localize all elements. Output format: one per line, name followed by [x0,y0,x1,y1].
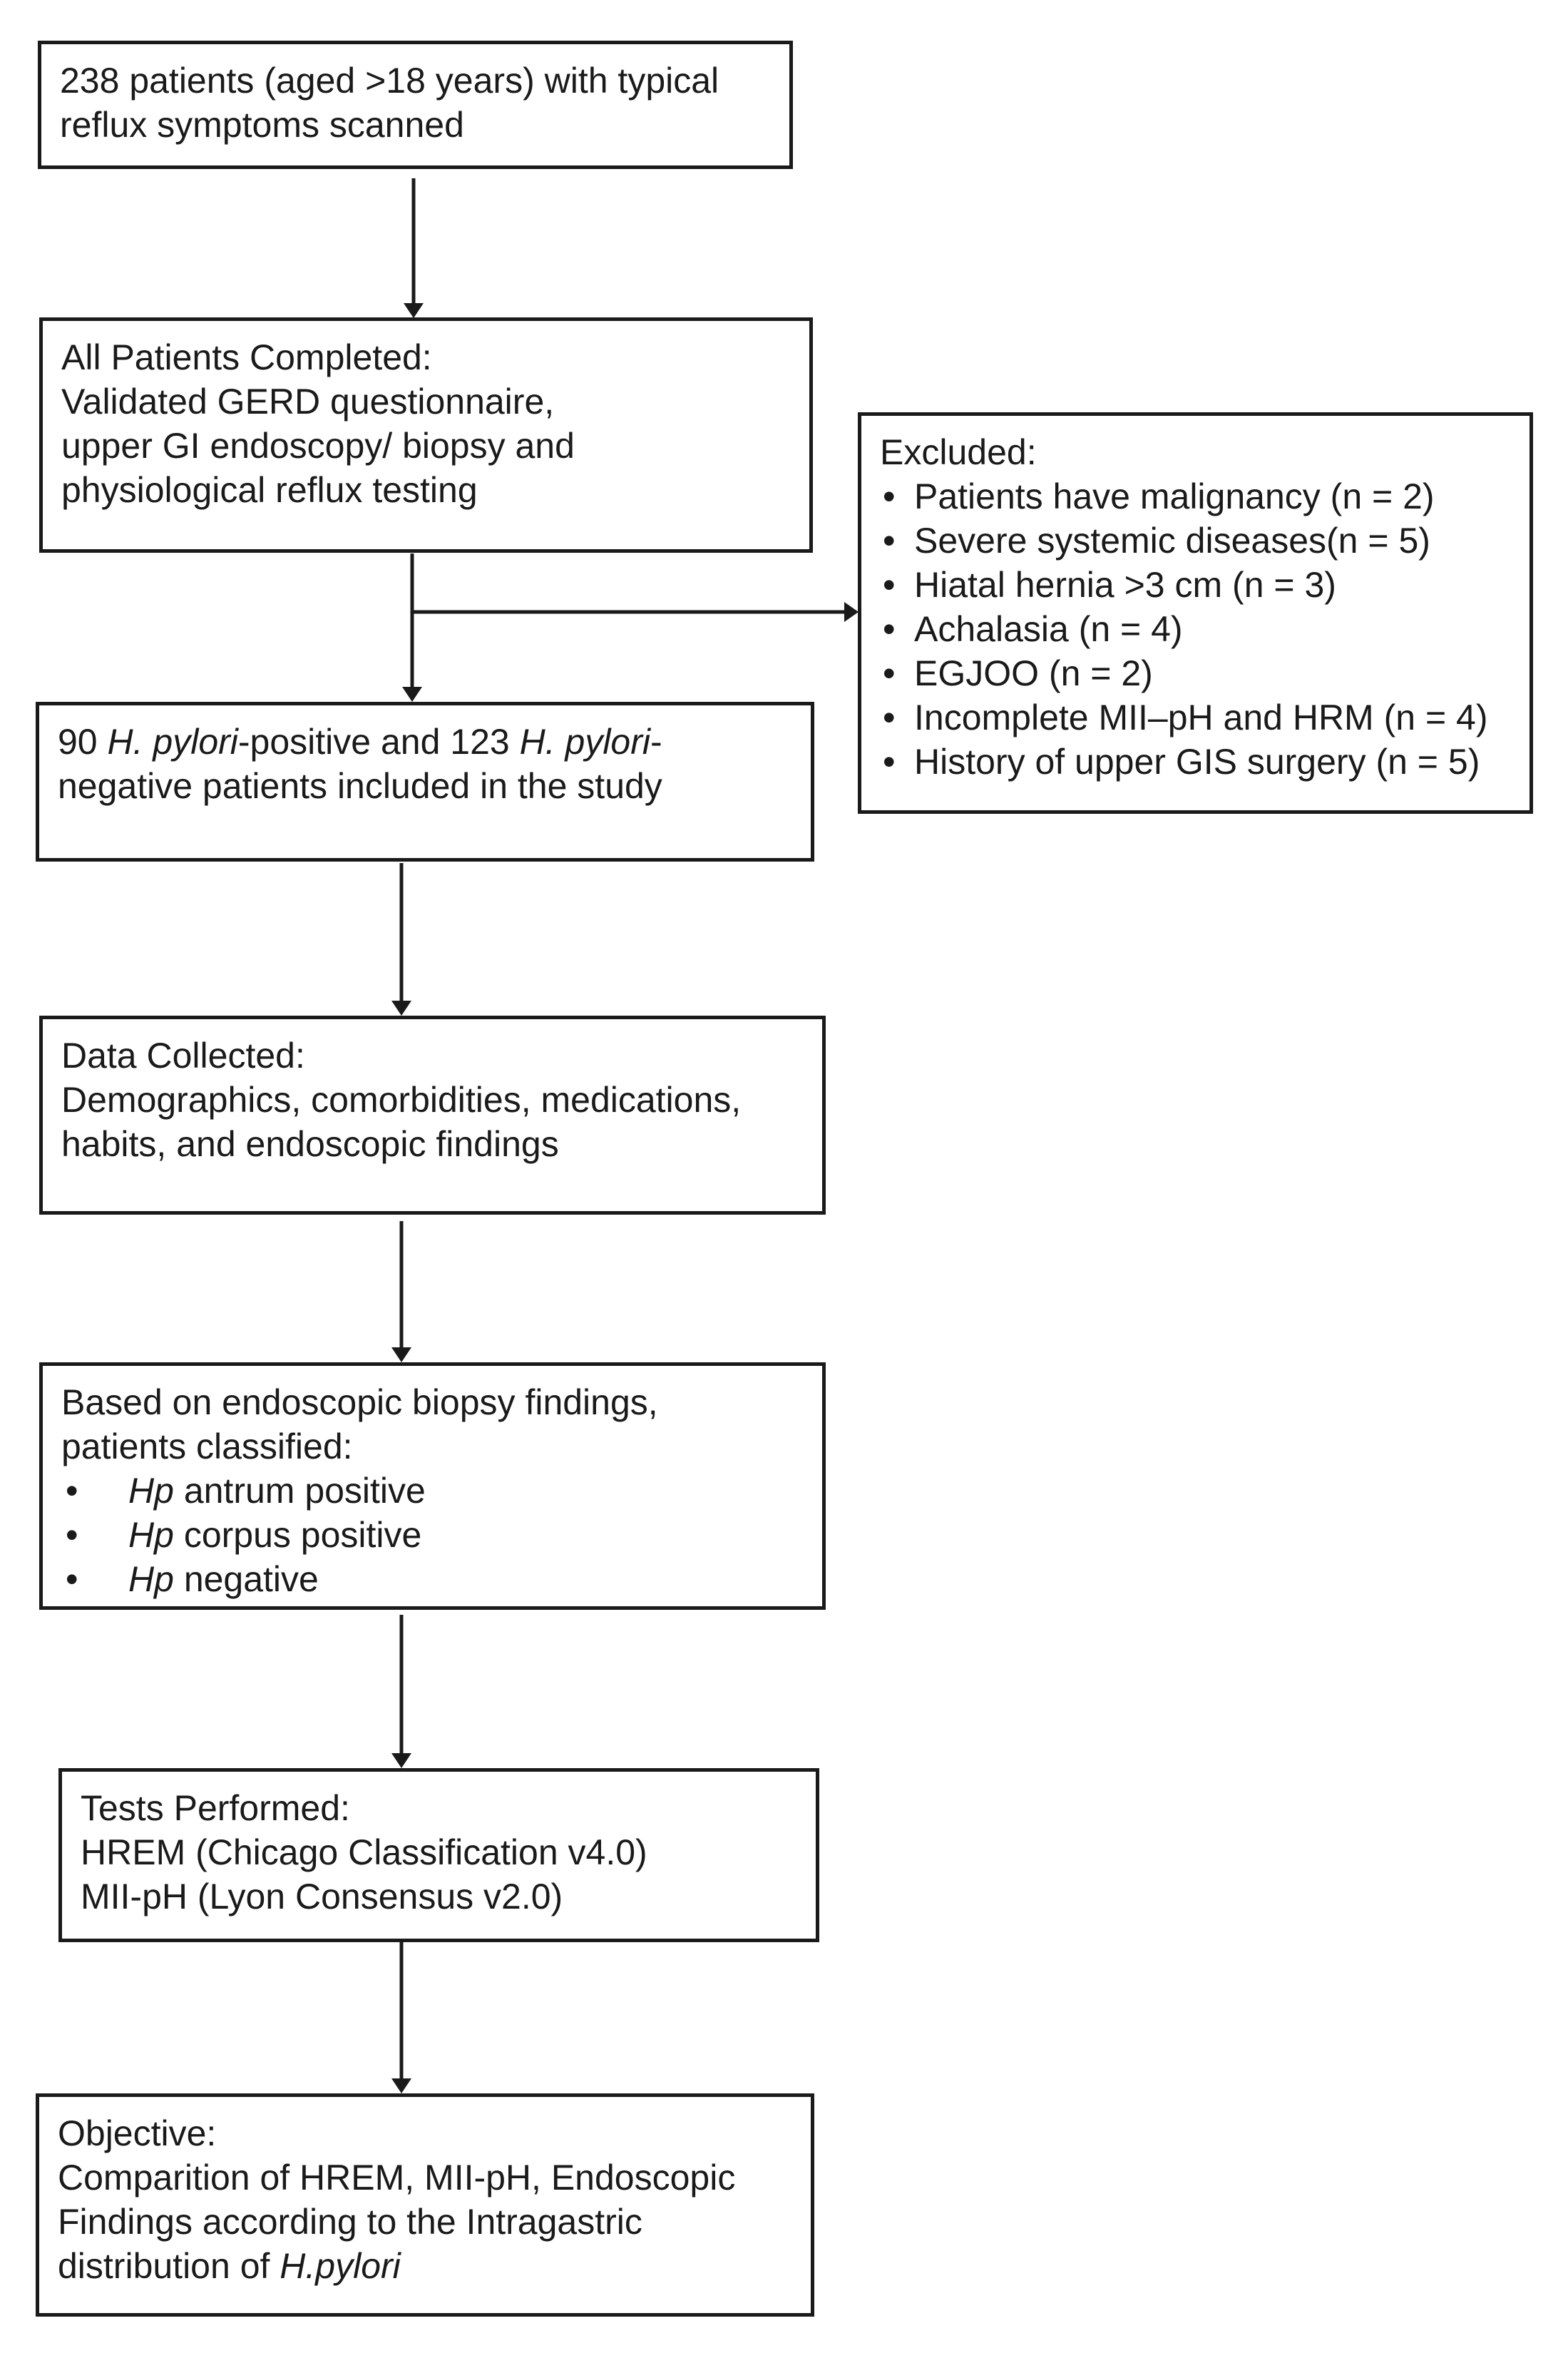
screening-line-2: reflux symptoms scanned [60,105,464,145]
data-collected-heading: Data Collected: [61,1036,305,1076]
data-collected-line-2: habits, and endoscopic findings [61,1124,559,1164]
objective-line-3: distribution of H.pylori [58,2244,792,2288]
classified-item-abbr: Hp [128,1515,174,1555]
included-line-2: negative patients included in the study [58,766,662,806]
classified-line-2: patients classified: [61,1426,353,1466]
data-collected-line-1: Demographics, comorbidities, medications… [61,1080,742,1120]
classified-item-abbr: Hp [128,1471,174,1511]
excluded-item: Hiatal hernia >3 cm (n = 3) [880,563,1511,607]
arrowhead-data-to-classified [391,1347,411,1362]
classified-item-text: negative [173,1559,319,1599]
arrowhead-screening-to-completed [404,303,424,318]
excluded-item: EGJOO (n = 2) [880,651,1511,695]
included-pos-suffix: -positive and 123 [237,722,510,762]
objective-line-1: Comparition of HREM, MII-pH, Endoscopic [58,2158,736,2198]
screening-box: 238 patients (aged >18 years) with typic… [38,41,793,169]
completed-line-1: Validated GERD questionnaire, [61,382,555,422]
excluded-item: Incomplete MII–pH and HRM (n = 4) [880,695,1511,740]
included-dash: - [650,722,662,762]
tests-line-2: MII-pH (Lyon Consensus v2.0) [81,1877,563,1916]
tests-heading: Tests Performed: [81,1788,350,1828]
classified-list: Hp antrum positive Hp corpus positive Hp… [61,1469,804,1601]
tests-line-1: HREM (Chicago Classification v4.0) [81,1832,647,1872]
classified-item: Hp negative [61,1557,804,1601]
classified-line-1: Based on endoscopic biopsy findings, [61,1382,658,1422]
classified-item-text: antrum positive [173,1471,426,1511]
classified-item: Hp corpus positive [61,1513,804,1557]
arrowhead-included-to-data [391,1001,411,1016]
included-species-italic-2: H. pylori [519,722,650,762]
objective-box: Objective: Comparition of HREM, MII-pH, … [36,2093,814,2317]
screening-line-1: 238 patients (aged >18 years) with typic… [60,61,719,101]
included-species-italic: H. pylori [107,722,238,762]
objective-line-3-prefix: distribution of [58,2246,280,2286]
data-collected-box: Data Collected: Demographics, comorbidit… [39,1016,826,1215]
classified-item-text: corpus positive [173,1515,422,1555]
excluded-heading: Excluded: [880,432,1037,472]
included-count: 90 [58,722,98,762]
completed-line-2: upper GI endoscopy/ biopsy and [61,426,575,466]
arrowhead-tests-to-objective [391,2078,411,2093]
classified-item: Hp antrum positive [61,1469,804,1513]
objective-heading: Objective: [58,2113,217,2153]
excluded-list: Patients have malignancy (n = 2) Severe … [880,474,1511,784]
arrowhead-classified-to-tests [391,1753,411,1768]
objective-line-3-italic: H.pylori [280,2246,401,2286]
excluded-box: Excluded: Patients have malignancy (n = … [858,412,1533,814]
included-box: 90 H. pylori-positive and 123 H. pylori-… [36,702,814,862]
included-line-1: 90 H. pylori-positive and 123 H. pylori- [58,720,792,764]
completed-line-3: physiological reflux testing [61,470,478,510]
tests-box: Tests Performed: HREM (Chicago Classific… [58,1768,819,1942]
completed-box: All Patients Completed: Validated GERD q… [39,317,813,553]
arrowhead-completed-to-included [402,687,422,702]
completed-heading: All Patients Completed: [61,337,432,377]
excluded-item: Severe systemic diseases(n = 5) [880,519,1511,563]
excluded-item: History of upper GIS surgery (n = 5) [880,740,1511,784]
classified-box: Based on endoscopic biopsy findings, pat… [39,1362,826,1610]
excluded-item: Patients have malignancy (n = 2) [880,474,1511,519]
excluded-item: Achalasia (n = 4) [880,607,1511,651]
objective-line-2: Findings according to the Intragastric [58,2202,642,2242]
classified-item-abbr: Hp [128,1559,174,1599]
arrowhead-branch-to-excluded [844,602,859,622]
